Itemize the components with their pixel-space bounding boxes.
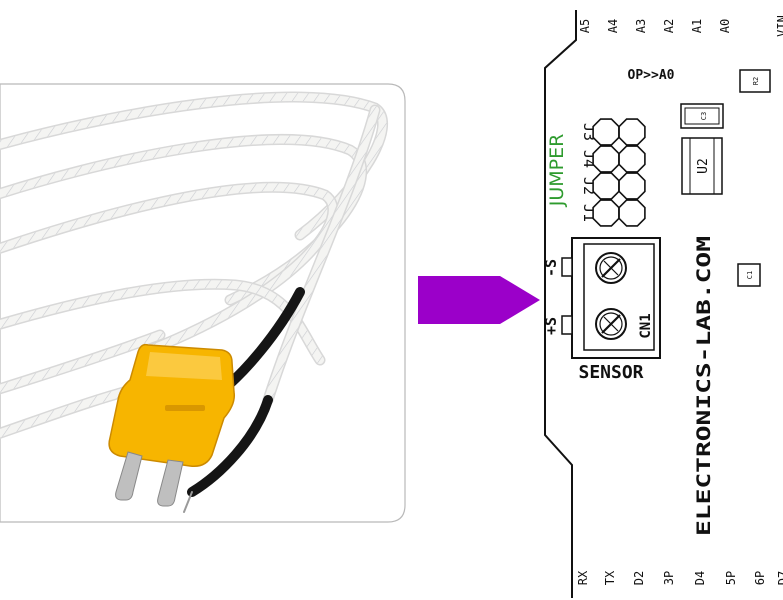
jumper-label: JUMPER [546, 134, 568, 208]
thermocouple-photo [0, 83, 406, 523]
capacitor-c3: C3 [680, 103, 724, 129]
sensor-label: SENSOR [578, 362, 643, 383]
sensor-terminal-block: -S +S CN1 [542, 237, 661, 359]
screw-minus-icon [595, 252, 627, 284]
jumper-pin [618, 172, 646, 200]
screw-plus-icon [595, 308, 627, 340]
top-pin-label: A4 [606, 19, 620, 33]
c3-label: C3 [700, 112, 708, 120]
r2-label: R2 [752, 77, 760, 85]
bottom-pin-label: TX [603, 570, 617, 585]
terminal-minus-label: -S [542, 259, 560, 277]
bottom-pin-labels: RX TX D2 3P D4 5P 6P D7 [576, 570, 783, 585]
bottom-pin-label: 3P [662, 571, 676, 585]
board-outline [544, 10, 577, 598]
arrow-right-icon [418, 276, 540, 324]
top-pin-label: A2 [662, 19, 676, 33]
bottom-pin-label: RX [576, 570, 590, 585]
jumper-pin [618, 199, 646, 227]
jumper-pin [592, 172, 620, 200]
top-pin-label: A5 [578, 19, 592, 33]
jumper-pin [592, 118, 620, 146]
top-pin-labels: A5 A4 A3 A2 A1 A0 VIN [578, 15, 783, 37]
top-pin-label: VIN [775, 15, 783, 37]
top-pin-label: A0 [718, 19, 732, 33]
c1-label: C1 [746, 271, 754, 279]
cn1-label: CN1 [638, 313, 654, 338]
jumper-pin [618, 145, 646, 173]
bottom-pin-label: D7 [776, 571, 783, 585]
bottom-pin-label: D4 [693, 571, 707, 585]
yellow-connector [108, 343, 236, 507]
terminal-plus-label: +S [542, 317, 560, 335]
jumper-pin [592, 145, 620, 173]
chip-u2: U2 [681, 137, 723, 195]
jumper-pin [592, 199, 620, 227]
resistor-r2: R2 [739, 69, 771, 93]
bottom-pin-label: 6P [753, 571, 767, 585]
bottom-pin-label: D2 [632, 571, 646, 585]
brand-text: ELECTRONICS-LAB.COM [693, 236, 715, 536]
jumper-pin [618, 118, 646, 146]
bottom-pin-label: 5P [724, 571, 738, 585]
op-label: OP>>A0 [628, 68, 675, 83]
thermocouple-cable [0, 91, 389, 446]
top-pin-label: A1 [690, 19, 704, 33]
u2-label: U2 [696, 158, 711, 174]
top-pin-label: A3 [634, 19, 648, 33]
jumper-header [592, 118, 646, 227]
capacitor-c1: C1 [737, 263, 761, 287]
